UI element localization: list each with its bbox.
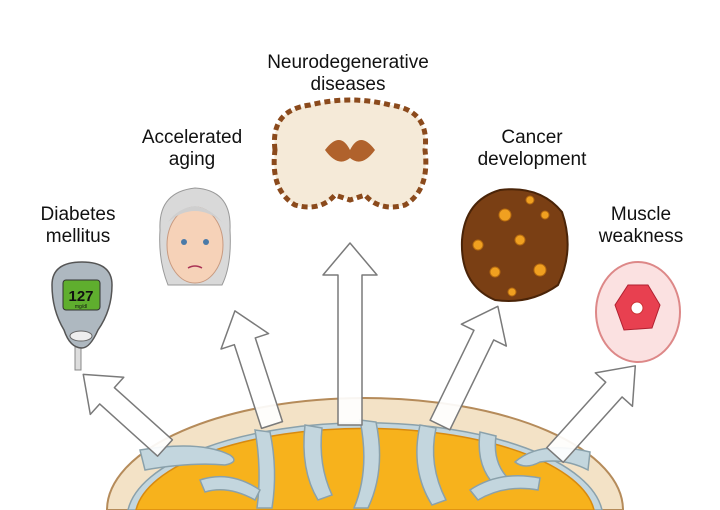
label-line: Muscle	[610, 204, 672, 225]
label-line: Accelerated	[141, 127, 243, 148]
label-muscle-weakness: Muscle weakness	[599, 204, 684, 248]
arrow-to-muscle	[546, 365, 637, 464]
label-line: Diabetes	[40, 204, 116, 225]
brain-section-icon	[271, 97, 429, 210]
label-diabetes-mellitus: Diabetes mellitus	[41, 204, 116, 248]
tumor-icon	[460, 188, 569, 302]
glucose-reading: 127	[68, 288, 93, 305]
label-line: Cancer	[501, 127, 563, 148]
label-line: mellitus	[45, 226, 111, 247]
aged-face-icon	[159, 187, 231, 286]
label-line: Neurodegenerative	[267, 52, 429, 73]
label-accelerated-aging: Accelerated aging	[142, 127, 242, 171]
arrow-to-cancer	[429, 305, 508, 431]
label-line: development	[477, 149, 587, 170]
mitochondrion	[105, 397, 625, 510]
label-line: aging	[168, 149, 216, 170]
label-line: diseases	[310, 74, 386, 95]
label-cancer-development: Cancer development	[478, 127, 587, 171]
label-neurodegenerative-diseases: Neurodegenerative diseases	[267, 52, 429, 96]
label-line: weakness	[598, 226, 684, 247]
arrow-to-neuro	[322, 242, 378, 426]
glucometer-icon: 127 mg/dl	[51, 261, 113, 371]
arrow-to-aging	[220, 310, 284, 430]
arrow-to-diabetes	[82, 373, 174, 457]
glucose-unit: mg/dl	[75, 304, 87, 310]
muscle-cross-section-icon	[595, 261, 681, 363]
